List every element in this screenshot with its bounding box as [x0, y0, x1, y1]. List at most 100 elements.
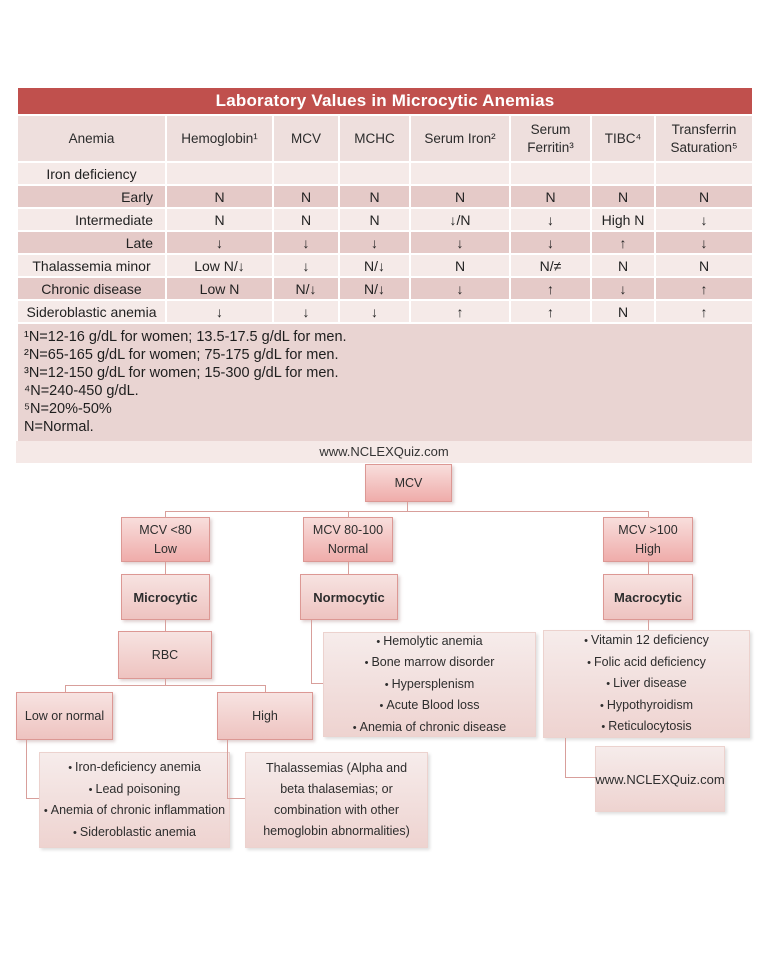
connector-line: [165, 679, 166, 686]
flow-node-microcytic: Microcytic: [121, 574, 210, 620]
cell-value: N: [592, 301, 654, 322]
cell-value: ↓: [656, 209, 753, 230]
connector-line: [648, 620, 649, 630]
footnote-line: N=Normal.: [24, 419, 94, 435]
flow-node-mcv-normal-label: Normal: [327, 541, 369, 556]
flow-node-mcv-low-range: MCV <80: [139, 522, 192, 537]
list-item: •Bone marrow disorder: [364, 655, 495, 670]
text-line: hemoglobin abnormalities): [263, 824, 410, 838]
cell-value: ↓: [340, 301, 409, 322]
bullet-icon: •: [73, 826, 77, 839]
flow-node-mcv-low: MCV <80 Low: [121, 517, 210, 562]
column-header-4: Serum Iron²: [411, 116, 509, 161]
flow-node-macrocytic: Macrocytic: [603, 574, 693, 620]
cell-value: ↑: [656, 278, 753, 299]
column-header-5: Serum Ferritin³: [511, 116, 590, 161]
list-item: •Vitamin 12 deficiency: [584, 633, 709, 648]
bullet-icon: •: [587, 656, 591, 669]
cell-value: N: [274, 186, 338, 207]
cell-value: [340, 163, 409, 184]
cell-value: N: [656, 255, 753, 276]
cell-value: N/↓: [274, 278, 338, 299]
cell-value: ↑: [511, 278, 590, 299]
flow-node-normocytic-label: Normocytic: [313, 589, 385, 605]
cell-value: N: [340, 186, 409, 207]
bullet-icon: •: [364, 657, 369, 670]
list-item: •Sideroblastic anemia: [73, 824, 196, 839]
connector-line: [227, 798, 245, 799]
cell-value: ↓: [592, 278, 654, 299]
row-label: Chronic disease: [18, 278, 165, 299]
footnote-line: ⁵N=20%-50%: [24, 401, 112, 417]
cell-value: ↑: [592, 232, 654, 253]
flow-node-rbc-low-or-normal: Low or normal: [16, 692, 113, 740]
flow-list-normocytic-causes: •Hemolytic anemia •Bone marrow disorder •H…: [323, 632, 536, 737]
flow-list-microcytic-low-causes: •Iron-deficiency anemia•Lead poisoning•A…: [39, 752, 230, 848]
cell-value: ↓: [167, 301, 272, 322]
cell-value: ↓: [411, 232, 509, 253]
cell-value: ↓: [274, 301, 338, 322]
flow-node-mcv-normal: MCV 80-100 Normal: [303, 517, 393, 562]
flow-node-macrocytic-label: Macrocytic: [614, 589, 682, 605]
cell-value: ↓: [274, 232, 338, 253]
cell-value: N: [411, 186, 509, 207]
cell-value: ↓: [340, 232, 409, 253]
list-item: •Anemia of chronic inflammation: [43, 803, 226, 817]
bullet-icon: •: [43, 805, 48, 817]
row-label: Early: [18, 186, 165, 207]
cell-value: N: [656, 186, 753, 207]
bullet-icon: •: [88, 783, 93, 796]
bullet-icon: •: [601, 721, 606, 734]
connector-line: [165, 511, 649, 512]
row-label: Thalassemia minor: [18, 255, 165, 276]
connector-line: [648, 511, 649, 518]
bullet-icon: •: [584, 635, 588, 648]
cell-value: N: [167, 186, 272, 207]
connector-line: [227, 740, 228, 799]
connector-line: [648, 562, 649, 574]
cell-value: ↓: [511, 232, 590, 253]
cell-value: ↓: [511, 209, 590, 230]
list-item: •Hemolytic anemia: [376, 633, 483, 648]
flow-node-mcv-high: MCV >100 High: [603, 517, 693, 562]
flow-node-rbc-high-label: High: [252, 709, 278, 723]
footnote-line: ⁴N=240-450 g/dL.: [24, 383, 139, 399]
text-line: beta thalasemias; or: [280, 782, 393, 796]
cell-value: [656, 163, 753, 184]
flow-node-normocytic: Normocytic: [300, 574, 398, 620]
footnote-line: ¹N=12-16 g/dL for women; 13.5-17.5 g/dL …: [24, 329, 347, 345]
row-label: Late: [18, 232, 165, 253]
column-header-1: Hemoglobin¹: [167, 116, 272, 161]
cell-value: N: [592, 255, 654, 276]
bullet-icon: •: [376, 635, 381, 648]
flow-node-rbc-label: RBC: [151, 648, 179, 662]
connector-line: [407, 502, 408, 512]
flow-node-mcv-normal-range: MCV 80-100: [312, 522, 384, 537]
cell-value: [411, 163, 509, 184]
cell-value: N: [411, 255, 509, 276]
bullet-icon: •: [606, 678, 611, 691]
cell-value: ↓: [656, 232, 753, 253]
text-line: Thalassemias (Alpha and: [265, 761, 408, 775]
list-item: •Hypersplenism: [384, 676, 475, 691]
cell-value: ↓: [167, 232, 272, 253]
list-item: •Hypothyroidism: [600, 697, 693, 712]
connector-line: [65, 685, 266, 686]
list-item: •Iron-deficiency anemia: [68, 760, 201, 774]
flow-node-mcv-label: MCV: [394, 476, 423, 490]
cell-value: ↑: [511, 301, 590, 322]
cell-value: N: [511, 186, 590, 207]
connector-line: [348, 511, 349, 518]
connector-line: [311, 620, 312, 684]
table-row: Late↓↓↓↓↓↑↓: [18, 232, 753, 253]
connector-line: [565, 738, 566, 778]
flow-list-macrocytic-causes: •Vitamin 12 deficiency•Folic acid defici…: [543, 630, 750, 738]
flow-node-mcv-high-range: MCV >100: [618, 522, 678, 537]
flow-node-mcv-high-label: High: [635, 541, 661, 556]
cell-value: ↑: [656, 301, 753, 322]
